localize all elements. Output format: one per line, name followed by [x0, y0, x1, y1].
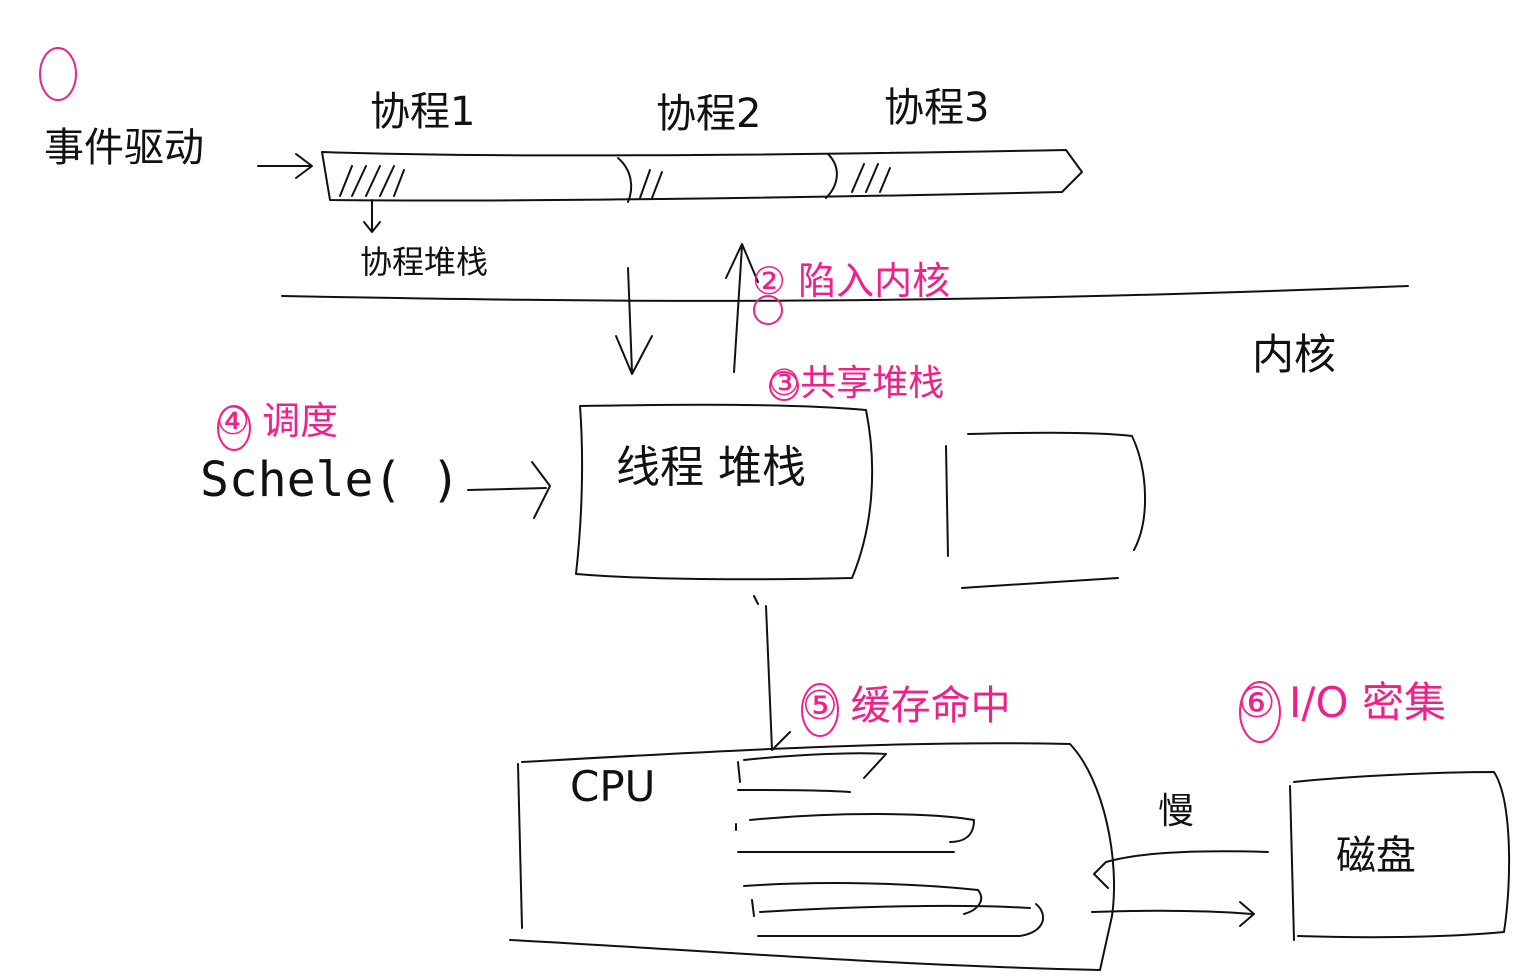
schedule-call-label: Schele( ): [200, 452, 461, 508]
cache-lines: [735, 752, 1045, 938]
step5-circle: [801, 683, 839, 737]
coroutine-bar: [321, 149, 1083, 203]
coroutine-divider-2: [825, 153, 838, 199]
secondary-stack-box: [945, 431, 1146, 589]
thread-stack-box: [575, 403, 874, 581]
io-intensive-label: ⑥ I/O 密集: [1238, 678, 1446, 727]
cpu-label: CPU: [570, 762, 656, 811]
coroutine-bar-outline: [321, 149, 1083, 202]
step6-circle: [1239, 681, 1281, 743]
stack-to-cpu-line: [753, 595, 791, 751]
cpu-box: [509, 742, 1115, 971]
thread3-label: 协程3: [884, 85, 990, 131]
event-driven-arrow: [257, 153, 313, 179]
thread1-label: 协程1: [370, 89, 476, 135]
step1-circle: [39, 47, 77, 101]
disk-label: 磁盘: [1336, 833, 1416, 879]
step-markers: [39, 47, 1281, 743]
step3-circle: [769, 371, 799, 401]
kernel-label: 内核: [1252, 330, 1337, 379]
step4-circle: [217, 405, 251, 451]
cpu-left-edge: [517, 763, 523, 929]
thread-stack-label: 线程 堆栈: [616, 442, 806, 493]
hatch-3: [851, 163, 891, 193]
hatch-2: [639, 169, 663, 199]
cpu-to-disk-arrow: [1091, 901, 1255, 927]
schedule-label: ④ 调度: [216, 399, 339, 443]
up-arrow: [725, 243, 759, 373]
slow-label: 慢: [1158, 791, 1195, 832]
kernel-boundary-line: [281, 285, 1409, 302]
cache-hit-label: ⑤ 缓存命中: [802, 683, 1011, 729]
hatch-1: [339, 165, 405, 197]
schedule-arrow: [467, 461, 551, 519]
disk-to-cpu-arrow: [1093, 850, 1269, 889]
down-arrow: [615, 267, 653, 375]
coroutine-stack-arrow: [363, 199, 381, 233]
event-driven-label: 事件驱动: [44, 125, 204, 171]
coroutine-divider-1: [617, 157, 633, 203]
thread2-label: 协程2: [656, 91, 762, 137]
shared-stack-label: ③共享堆栈: [768, 363, 945, 404]
step2-circle: [753, 295, 783, 325]
coroutine-stack-label: 协程堆栈: [360, 243, 489, 281]
disk-box: [1289, 771, 1511, 941]
trap-kernel-label: ② 陷入内核: [752, 259, 951, 303]
